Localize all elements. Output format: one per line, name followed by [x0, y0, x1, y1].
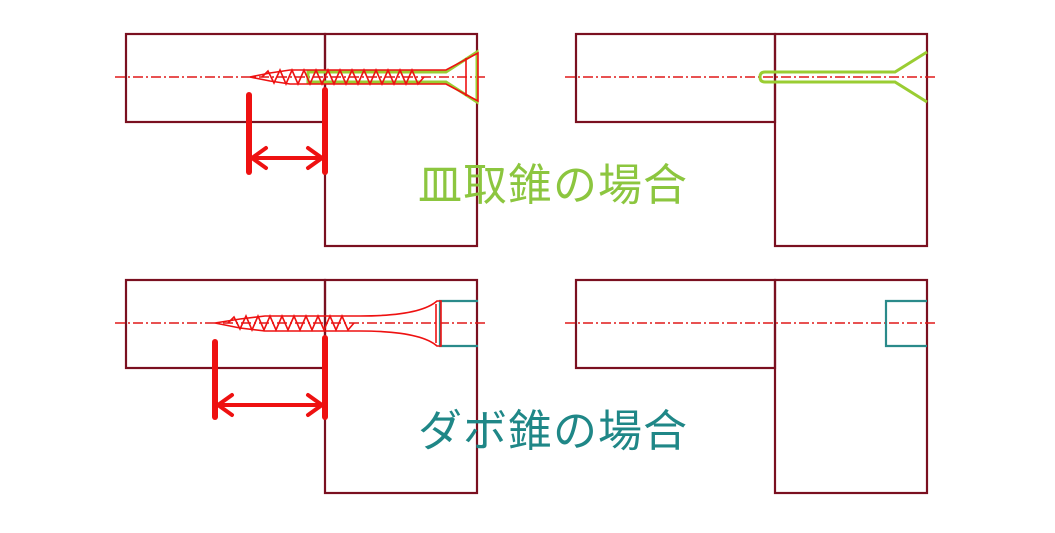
penetration-dimension-icon — [212, 335, 328, 420]
countersink-hole-icon — [758, 50, 928, 104]
screw-icon — [249, 51, 479, 103]
screw-icon — [214, 300, 442, 347]
panel-dowel-hole — [565, 278, 936, 495]
penetration-dimension-icon — [246, 87, 328, 175]
caption-dowel: ダボ錐の場合 — [418, 406, 688, 457]
horizontal-board — [574, 278, 777, 370]
vertical-board — [323, 278, 479, 495]
horizontal-board — [574, 32, 777, 124]
panel-dowel-with-screw — [115, 278, 486, 495]
vertical-board — [773, 32, 929, 248]
panel-countersink-with-screw — [115, 32, 486, 248]
panel-countersink-hole — [565, 32, 936, 248]
caption-countersink: 皿取錐の場合 — [418, 160, 688, 211]
dowel-hole-icon — [884, 299, 927, 348]
vertical-board — [773, 278, 929, 495]
horizontal-board — [124, 278, 327, 370]
countersink-bit-outline — [306, 49, 479, 105]
dowel-bit-outline — [438, 299, 478, 348]
